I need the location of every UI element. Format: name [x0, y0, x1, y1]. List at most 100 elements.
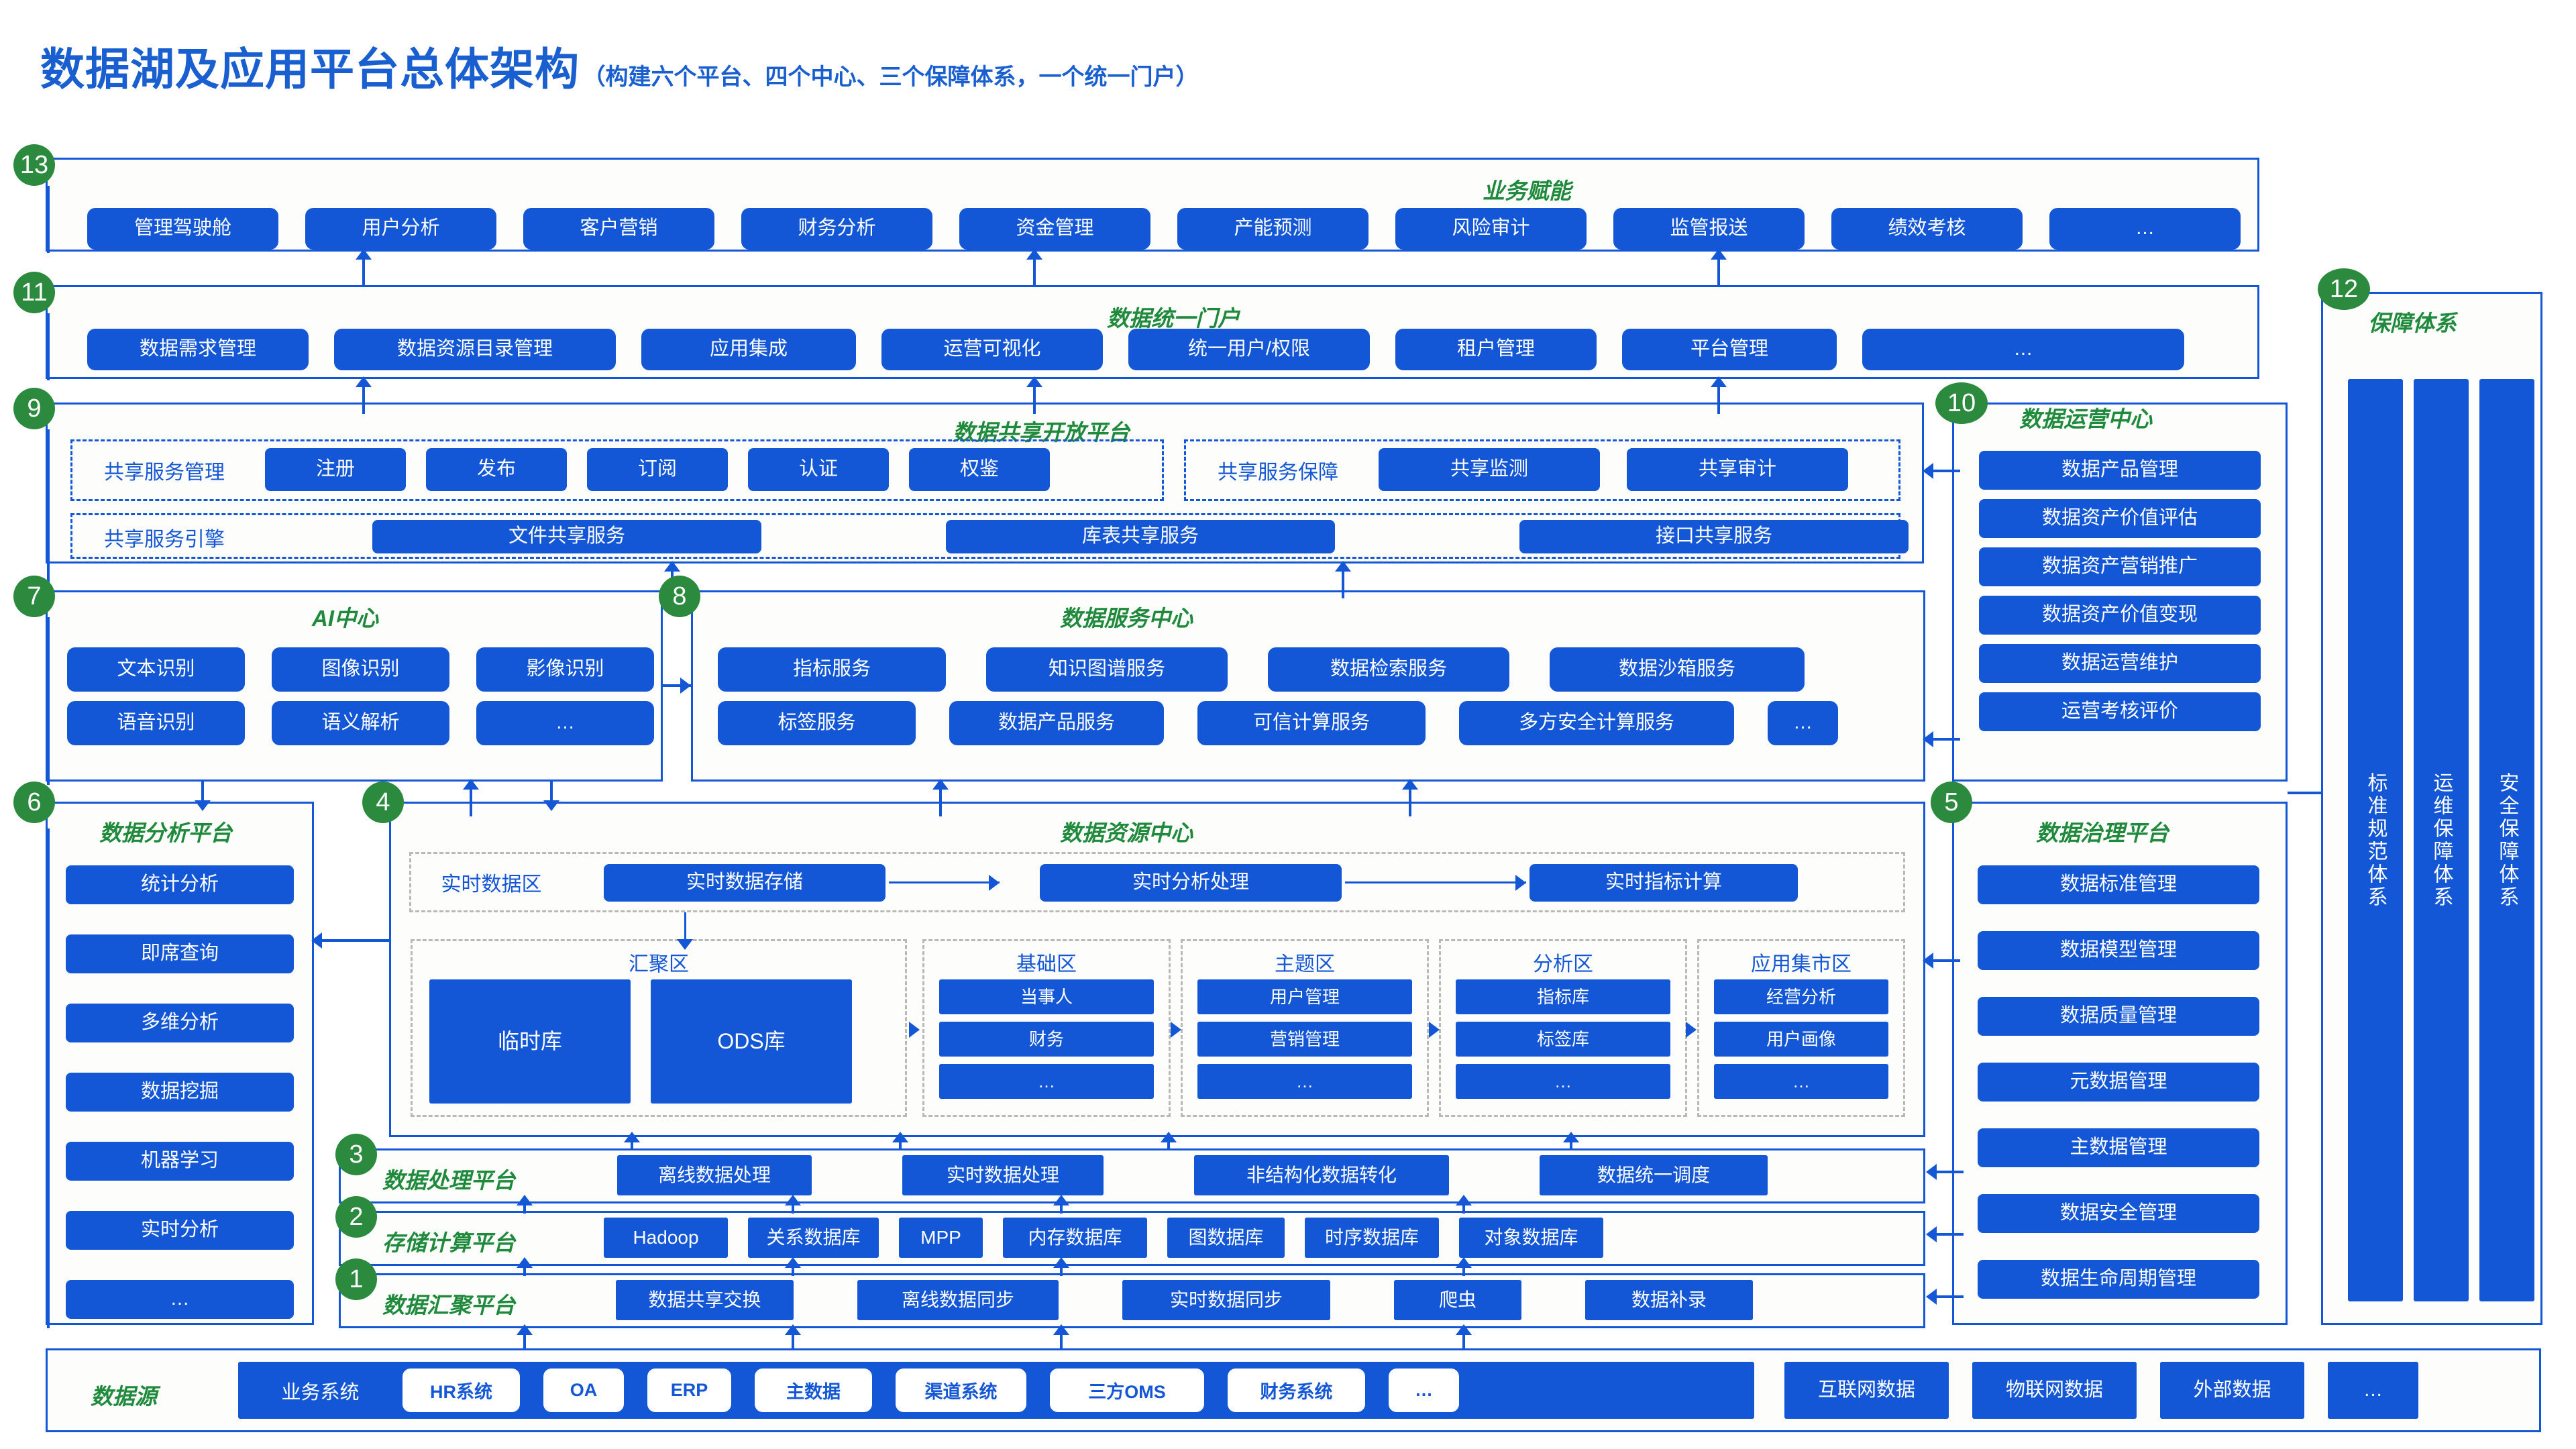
ai-center-item-4[interactable]: 语音识别 [67, 701, 245, 745]
storage-platform-item-3[interactable]: MPP [899, 1218, 983, 1258]
processing-platform-item-2[interactable]: 实时数据处理 [902, 1155, 1104, 1195]
governance-platform-item-2[interactable]: 数据模型管理 [1978, 931, 2259, 970]
resource-zone-3-item-1[interactable]: 用户管理 [1197, 979, 1412, 1014]
analysis-platform-item-1[interactable]: 统计分析 [66, 865, 294, 904]
governance-platform-item-7[interactable]: 数据生命周期管理 [1978, 1260, 2259, 1299]
unified-portal-item-3[interactable]: 应用集成 [641, 329, 856, 370]
service-center-item-r2-3[interactable]: 可信计算服务 [1197, 701, 1426, 745]
analysis-platform-item-5[interactable]: 机器学习 [66, 1142, 294, 1181]
governance-platform-item-3[interactable]: 数据质量管理 [1978, 997, 2259, 1036]
resource-zone-5-item-1[interactable]: 经营分析 [1714, 979, 1888, 1014]
processing-platform-item-1[interactable]: 离线数据处理 [617, 1155, 812, 1195]
storage-platform-item-1[interactable]: Hadoop [604, 1218, 728, 1258]
realtime-item-1[interactable]: 实时数据存储 [604, 864, 885, 902]
shared-service-management-item-3[interactable]: 订阅 [587, 448, 728, 491]
service-center-item-r1-4[interactable]: 数据沙箱服务 [1550, 647, 1805, 692]
aggregation-zone-item-2[interactable]: ODS库 [651, 979, 852, 1104]
unified-portal-item-2[interactable]: 数据资源目录管理 [334, 329, 616, 370]
data-source-item-3[interactable]: ERP [647, 1368, 731, 1412]
service-center-item-r1-2[interactable]: 知识图谱服务 [986, 647, 1228, 692]
business-enablement-item-8[interactable]: 监管报送 [1613, 208, 1805, 250]
storage-platform-item-6[interactable]: 时序数据库 [1305, 1218, 1439, 1258]
business-enablement-item-9[interactable]: 绩效考核 [1831, 208, 2023, 250]
service-center-item-r2-5[interactable]: … [1768, 701, 1838, 745]
unified-portal-item-1[interactable]: 数据需求管理 [87, 329, 309, 370]
business-enablement-item-7[interactable]: 风险审计 [1395, 208, 1587, 250]
analysis-platform-item-6[interactable]: 实时分析 [66, 1211, 294, 1250]
unified-portal-item-7[interactable]: 平台管理 [1622, 329, 1837, 370]
shared-service-management-item-4[interactable]: 认证 [748, 448, 889, 491]
guarantee-column-2[interactable]: 运维保障体系 [2414, 379, 2469, 1301]
realtime-item-3[interactable]: 实时指标计算 [1529, 864, 1798, 902]
shared-service-engine-item-3[interactable]: 接口共享服务 [1519, 520, 1909, 553]
analysis-platform-item-3[interactable]: 多维分析 [66, 1004, 294, 1042]
data-source-item-4[interactable]: 主数据 [755, 1368, 872, 1412]
shared-service-guarantee-item-1[interactable]: 共享监测 [1379, 448, 1600, 491]
storage-platform-item-2[interactable]: 关系数据库 [748, 1218, 879, 1258]
resource-zone-5-item-2[interactable]: 用户画像 [1714, 1022, 1888, 1057]
ai-center-item-1[interactable]: 文本识别 [67, 647, 245, 692]
shared-service-management-item-1[interactable]: 注册 [265, 448, 406, 491]
collection-platform-item-3[interactable]: 实时数据同步 [1122, 1280, 1330, 1320]
resource-zone-3-item-2[interactable]: 营销管理 [1197, 1022, 1412, 1057]
data-source-item-6[interactable]: 三方OMS [1050, 1368, 1204, 1412]
analysis-platform-item-2[interactable]: 即席查询 [66, 934, 294, 973]
shared-service-engine-item-1[interactable]: 文件共享服务 [372, 520, 761, 553]
resource-zone-2-item-2[interactable]: 财务 [939, 1022, 1154, 1057]
governance-platform-item-4[interactable]: 元数据管理 [1978, 1063, 2259, 1102]
business-enablement-item-2[interactable]: 用户分析 [305, 208, 496, 250]
realtime-item-2[interactable]: 实时分析处理 [1040, 864, 1342, 902]
ai-center-item-3[interactable]: 影像识别 [476, 647, 654, 692]
resource-zone-4-item-3[interactable]: … [1456, 1064, 1670, 1099]
data-source-group-4[interactable]: … [2328, 1362, 2418, 1419]
collection-platform-item-2[interactable]: 离线数据同步 [857, 1280, 1059, 1320]
shared-service-management-item-5[interactable]: 权鉴 [909, 448, 1050, 491]
service-center-item-r1-3[interactable]: 数据检索服务 [1268, 647, 1509, 692]
guarantee-column-1[interactable]: 标准规范体系 [2348, 379, 2403, 1301]
shared-service-guarantee-item-2[interactable]: 共享审计 [1627, 448, 1848, 491]
operations-center-item-5[interactable]: 数据运营维护 [1979, 644, 2261, 683]
governance-platform-item-6[interactable]: 数据安全管理 [1978, 1194, 2259, 1233]
analysis-platform-item-4[interactable]: 数据挖掘 [66, 1073, 294, 1112]
operations-center-item-3[interactable]: 数据资产营销推广 [1979, 547, 2261, 586]
business-enablement-item-1[interactable]: 管理驾驶舱 [87, 208, 278, 250]
ai-center-item-5[interactable]: 语义解析 [272, 701, 449, 745]
resource-zone-5-item-3[interactable]: … [1714, 1064, 1888, 1099]
data-source-group-2[interactable]: 物联网数据 [1972, 1362, 2137, 1419]
business-enablement-item-10[interactable]: … [2049, 208, 2241, 250]
service-center-item-r2-1[interactable]: 标签服务 [718, 701, 916, 745]
governance-platform-item-1[interactable]: 数据标准管理 [1978, 865, 2259, 904]
storage-platform-item-7[interactable]: 对象数据库 [1459, 1218, 1603, 1258]
service-center-item-r2-2[interactable]: 数据产品服务 [949, 701, 1164, 745]
business-enablement-item-3[interactable]: 客户营销 [523, 208, 714, 250]
business-enablement-item-5[interactable]: 资金管理 [959, 208, 1150, 250]
service-center-item-r2-4[interactable]: 多方安全计算服务 [1459, 701, 1734, 745]
operations-center-item-4[interactable]: 数据资产价值变现 [1979, 596, 2261, 635]
data-source-item-8[interactable]: … [1389, 1368, 1459, 1412]
unified-portal-item-4[interactable]: 运营可视化 [881, 329, 1103, 370]
business-enablement-item-4[interactable]: 财务分析 [741, 208, 932, 250]
service-center-item-r1-1[interactable]: 指标服务 [718, 647, 946, 692]
operations-center-item-6[interactable]: 运营考核评价 [1979, 692, 2261, 731]
collection-platform-item-5[interactable]: 数据补录 [1585, 1280, 1753, 1320]
data-source-item-5[interactable]: 渠道系统 [896, 1368, 1026, 1412]
storage-platform-item-5[interactable]: 图数据库 [1167, 1218, 1285, 1258]
operations-center-item-2[interactable]: 数据资产价值评估 [1979, 499, 2261, 538]
data-source-item-2[interactable]: OA [543, 1368, 624, 1412]
business-enablement-item-6[interactable]: 产能预测 [1177, 208, 1368, 250]
guarantee-column-3[interactable]: 安全保障体系 [2479, 379, 2534, 1301]
data-source-item-7[interactable]: 财务系统 [1228, 1368, 1365, 1412]
ai-center-item-2[interactable]: 图像识别 [272, 647, 449, 692]
shared-service-engine-item-2[interactable]: 库表共享服务 [946, 520, 1335, 553]
analysis-platform-item-7[interactable]: … [66, 1280, 294, 1319]
operations-center-item-1[interactable]: 数据产品管理 [1979, 451, 2261, 490]
collection-platform-item-4[interactable]: 爬虫 [1394, 1280, 1521, 1320]
governance-platform-item-5[interactable]: 主数据管理 [1978, 1128, 2259, 1167]
unified-portal-item-6[interactable]: 租户管理 [1395, 329, 1597, 370]
collection-platform-item-1[interactable]: 数据共享交换 [616, 1280, 794, 1320]
processing-platform-item-3[interactable]: 非结构化数据转化 [1194, 1155, 1449, 1195]
unified-portal-item-5[interactable]: 统一用户/权限 [1128, 329, 1370, 370]
data-source-group-1[interactable]: 互联网数据 [1784, 1362, 1949, 1419]
unified-portal-item-8[interactable]: … [1862, 329, 2184, 370]
aggregation-zone-item-1[interactable]: 临时库 [429, 979, 631, 1104]
